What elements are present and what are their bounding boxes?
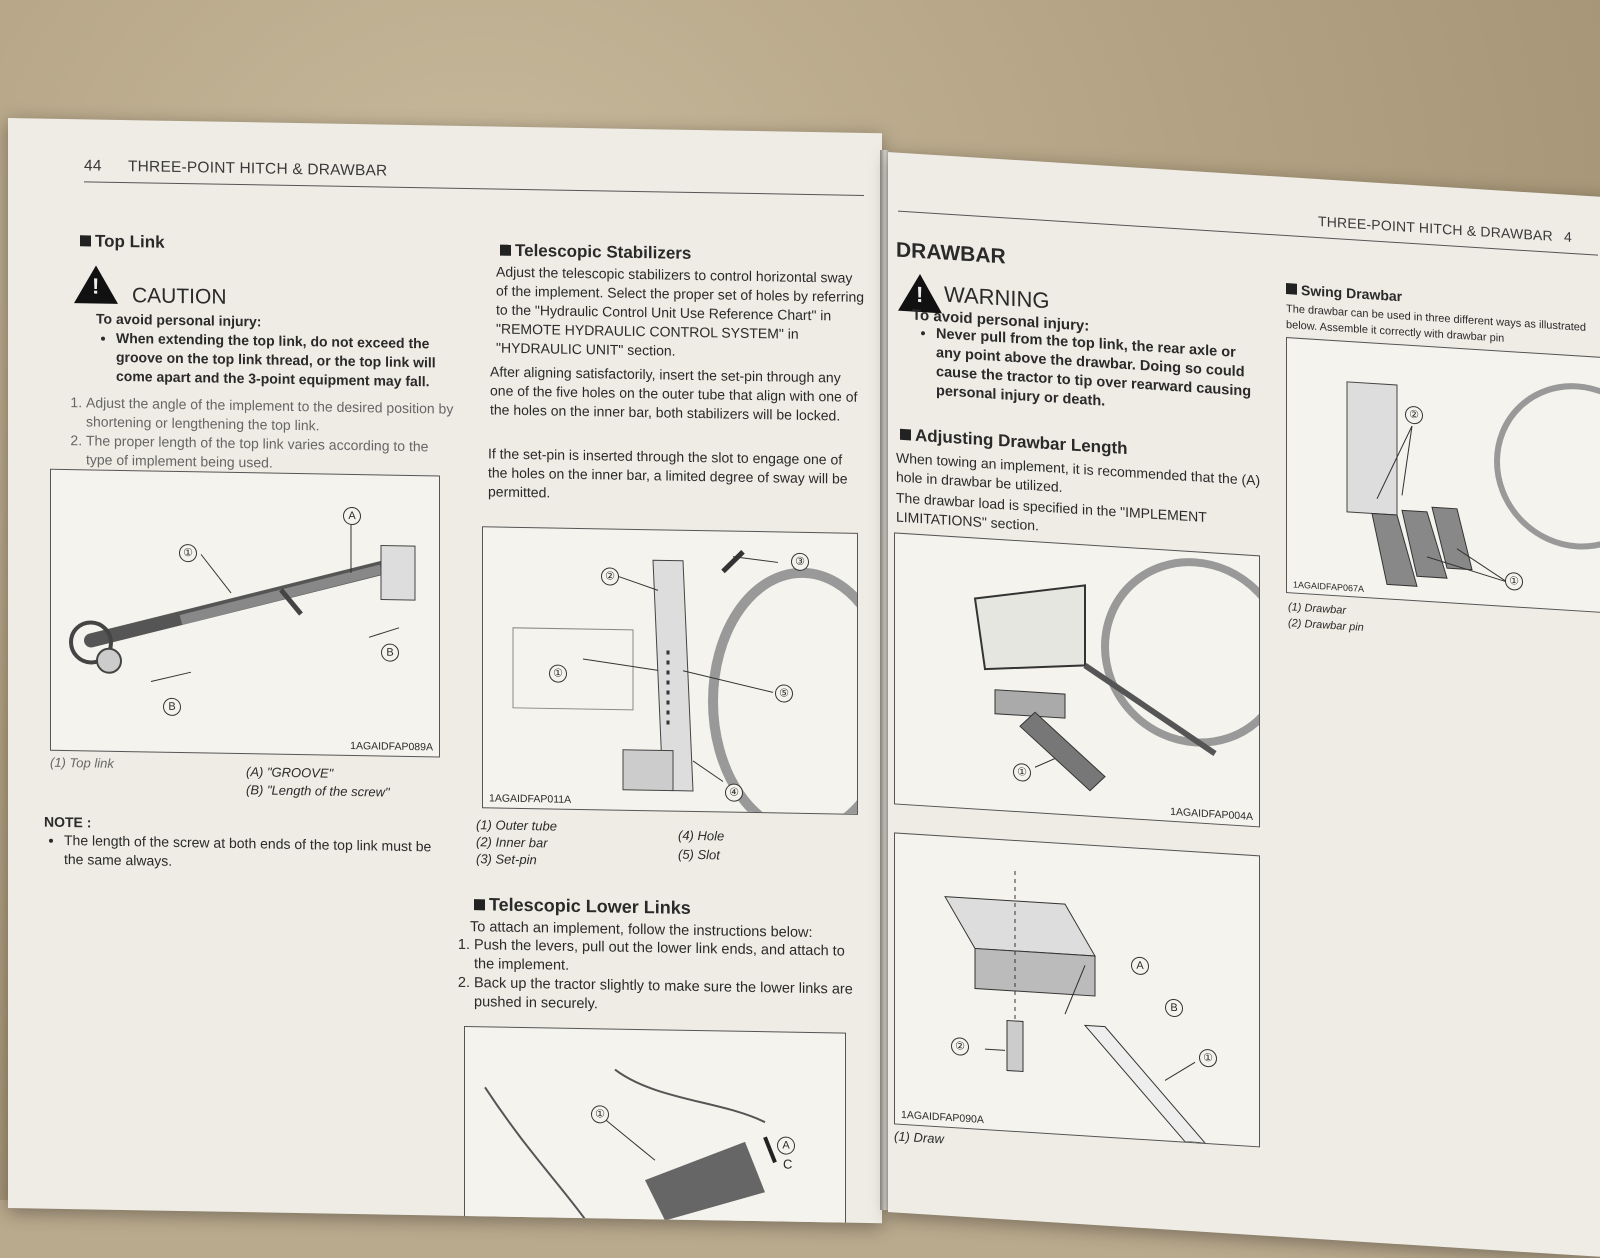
callout-b-left: B: [163, 697, 181, 717]
swing-drawbar-legend: (1) Drawbar (2) Drawbar pin: [1288, 599, 1364, 636]
callout-a: A: [777, 1136, 795, 1155]
note-label: NOTE :: [44, 813, 92, 831]
legend-inner-bar: (2) Inner bar: [476, 834, 548, 851]
header-rule: [84, 181, 864, 196]
drawbar-illustration-1: [973, 558, 1260, 792]
callout-1: ①: [179, 543, 197, 563]
page-number: 4: [1564, 228, 1572, 246]
note-bullet: The length of the screw at both ends of …: [46, 831, 436, 876]
stabilizers-para-1: Adjust the telescopic stabilizers to con…: [496, 263, 865, 359]
left-page: 44 THREE-POINT HITCH & DRAWBAR Top Link …: [8, 118, 882, 1224]
callout-2: ②: [601, 567, 619, 586]
book-spine: [880, 150, 890, 1210]
lower-links-illustration: [484, 1068, 777, 1221]
legend-hole: (4) Hole: [678, 827, 725, 844]
callout-c: C: [783, 1156, 793, 1172]
callout-3: ③: [791, 552, 809, 571]
legend-set-pin: (3) Set-pin: [476, 851, 537, 868]
callout-1: ①: [1199, 1048, 1217, 1068]
callout-5: ⑤: [775, 684, 793, 703]
swing-drawbar-heading: Swing Drawbar: [1286, 281, 1402, 304]
lower-links-steps: Push the levers, pull out the lower link…: [452, 936, 860, 1019]
top-link-figure: ① A B B 1AGAIDFAP089A: [50, 468, 440, 758]
right-page: THREE-POINT HITCH & DRAWBAR 4 DRAWBAR WA…: [888, 152, 1600, 1258]
figure-id: 1AGAIDFAP011A: [489, 792, 572, 806]
lower-links-step-2: Back up the tractor slightly to make sur…: [474, 974, 860, 1019]
stabilizers-illustration: [512, 550, 858, 815]
top-link-heading: Top Link: [80, 231, 165, 252]
legend-drawbar-pin: (2) Drawbar pin: [1288, 617, 1364, 634]
legend-outer-tube: (1) Outer tube: [476, 817, 557, 834]
callout-1: ①: [591, 1105, 609, 1124]
drawbar-figure-2: A B ② ① 1AGAIDFAP090A: [894, 832, 1260, 1148]
note-text: The length of the screw at both ends of …: [64, 831, 436, 875]
figure-id: 1AGAIDFAP089A: [350, 739, 433, 754]
stabilizers-legend-right: (4) Hole (5) Slot: [678, 826, 724, 865]
callout-a: A: [343, 506, 361, 526]
stabilizers-figure: ① ② ③ ④ ⑤ 1AGAIDFAP011A: [482, 526, 858, 815]
legend-a: (A) "GROOVE": [246, 764, 334, 781]
caution-bullet-text: When extending the top link, do not exce…: [116, 329, 450, 392]
callout-1: ①: [1013, 762, 1031, 782]
stabilizers-para-3: If the set-pin is inserted through the s…: [488, 445, 848, 501]
page-header-title: THREE-POINT HITCH & DRAWBAR: [128, 158, 388, 180]
caution-icon: [74, 265, 118, 304]
swing-drawbar-illustration: [1346, 381, 1600, 587]
drawbar-heading: DRAWBAR: [896, 238, 1006, 269]
top-link-steps: Adjust the angle of the implement to the…: [64, 393, 454, 476]
page-number: 44: [84, 157, 102, 175]
top-link-step-2: The proper length of the top link varies…: [86, 431, 454, 475]
top-link-step-1: Adjust the angle of the implement to the…: [86, 393, 454, 437]
top-link-illustration: [69, 522, 416, 682]
caution-bullet: When extending the top link, do not exce…: [98, 329, 450, 392]
swing-drawbar-figure: ② ① 1AGAIDFAP067A: [1286, 337, 1600, 614]
stabilizers-heading: Telescopic Stabilizers: [500, 241, 691, 264]
stabilizers-legend-left: (1) Outer tube (2) Inner bar (3) Set-pin: [476, 816, 557, 868]
stabilizers-para-2: After aligning satisfactorily, insert th…: [490, 363, 858, 424]
legend-1: (1) Top link: [50, 754, 114, 771]
legend-slot: (5) Slot: [678, 846, 720, 863]
caution-label: CAUTION: [132, 284, 227, 309]
legend-b: (B) "Length of the screw": [246, 782, 390, 800]
drawbar-illustration-2: [944, 870, 1207, 1144]
callout-1: ①: [549, 664, 567, 683]
callout-4: ④: [725, 783, 743, 802]
callout-b-right: B: [381, 643, 399, 662]
callout-2: ②: [951, 1036, 969, 1057]
warning-bullet: Never pull from the top link, the rear a…: [918, 324, 1262, 422]
callout-1: ①: [1505, 571, 1523, 591]
lower-links-heading: Telescopic Lower Links: [474, 894, 691, 919]
figure-2-legend: (1) Draw: [894, 1128, 944, 1147]
callout-a: A: [1131, 956, 1149, 976]
lower-links-figure: ① A C: [464, 1025, 846, 1224]
warning-bullet-text: Never pull from the top link, the rear a…: [936, 325, 1262, 422]
callout-2: ②: [1405, 405, 1423, 425]
drawbar-figure-1: ① 1AGAIDFAP004A: [894, 532, 1260, 828]
callout-b: B: [1165, 998, 1183, 1018]
